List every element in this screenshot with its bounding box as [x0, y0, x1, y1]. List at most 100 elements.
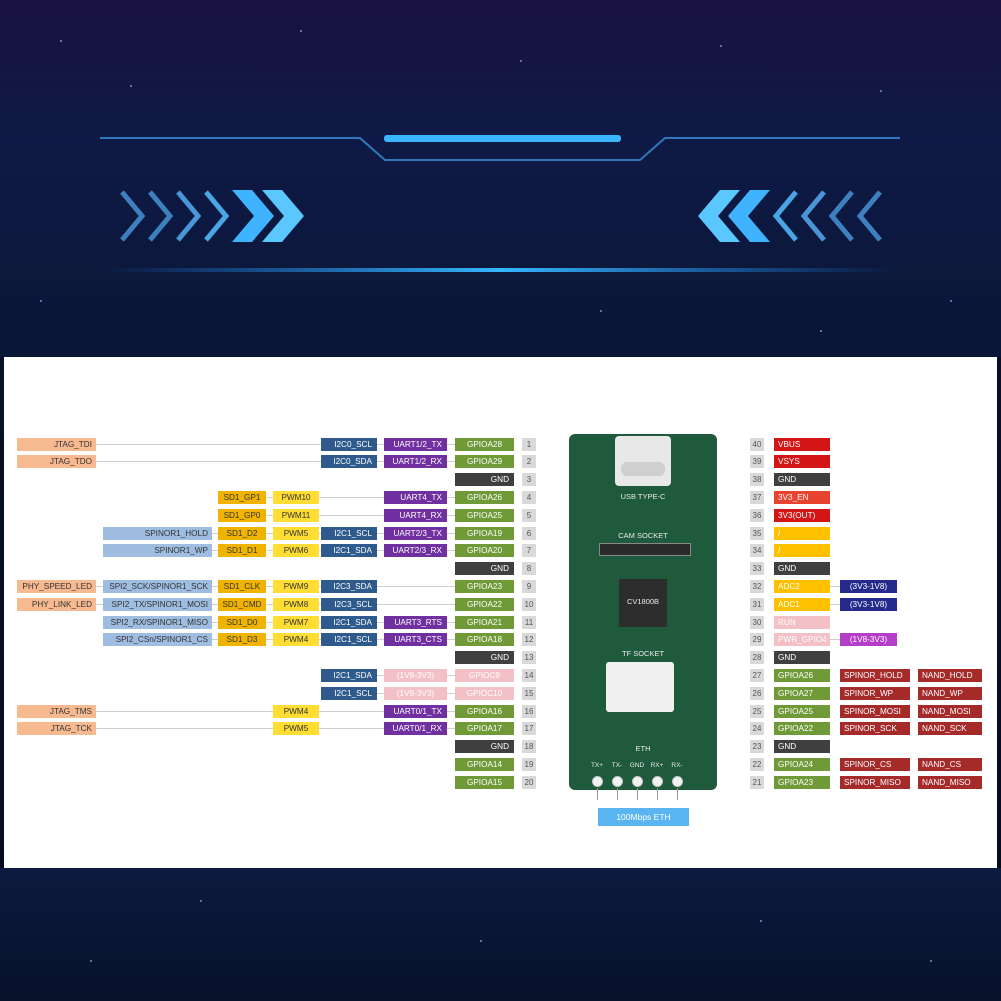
connector-line [96, 461, 455, 462]
pin-function-label: I2C1_SCL [321, 527, 377, 540]
pin-number: 23 [750, 740, 764, 753]
pin-function-label: I2C3_SCL [321, 598, 377, 611]
eth-hole [592, 776, 603, 787]
chip-icon: CV1800B [619, 579, 667, 627]
pin-number: 38 [750, 473, 764, 486]
pin-number: 27 [750, 669, 764, 682]
pin-function-label: PWM10 [273, 491, 319, 504]
gpio-label: GND [455, 740, 514, 753]
gpio-label: GPIOA22 [455, 598, 514, 611]
pin-function-label: PWM6 [273, 544, 319, 557]
star-dot [600, 310, 602, 312]
pin-number: 3 [522, 473, 536, 486]
pin-function-label: VBUS [774, 438, 830, 451]
pin-function-label: UART0/1_RX [384, 722, 447, 735]
eth-wire [637, 788, 638, 800]
pin-number: 18 [522, 740, 536, 753]
pin-number: 26 [750, 687, 764, 700]
pin-function-label: RUN [774, 616, 830, 629]
pin-function-label: SD1_D2 [218, 527, 266, 540]
pin-function-label: SPINOR_WP [840, 687, 910, 700]
pin-number: 6 [522, 527, 536, 540]
pin-function-label: GPIOA24 [774, 758, 830, 771]
pin-number: 19 [522, 758, 536, 771]
pin-function-label: SD1_GP1 [218, 491, 266, 504]
star-dot [300, 30, 302, 32]
usb-c-port-icon [615, 436, 671, 486]
eth-label: ETH [635, 744, 651, 753]
pin-function-label: NAND_CS [918, 758, 982, 771]
gpio-label: GPIOA28 [455, 438, 514, 451]
chip-label: CV1800B [626, 597, 660, 606]
pin-function-label: GPIOA27 [774, 687, 830, 700]
pin-function-label: UART3_CTS [384, 633, 447, 646]
gpio-label: GPIOA14 [455, 758, 514, 771]
gpio-label: GPIOA26 [455, 491, 514, 504]
pin-function-label: SD1_GP0 [218, 509, 266, 522]
pin-function-label: SD1_CLK [218, 580, 266, 593]
pin-function-label: SPINOR1_HOLD [103, 527, 212, 540]
connector-line [830, 586, 840, 587]
pin-number: 15 [522, 687, 536, 700]
star-dot [950, 300, 952, 302]
pin-function-label: VSYS [774, 455, 830, 468]
pin-number: 40 [750, 438, 764, 451]
pin-function-label: PWM5 [273, 722, 319, 735]
pin-number: 28 [750, 651, 764, 664]
pin-function-label: SPI2_RX/SPINOR1_MISO [103, 616, 212, 629]
usb-label: USB TYPE-C [620, 492, 666, 501]
footer-background [0, 868, 1001, 1001]
pin-function-label: (3V3-1V8) [840, 598, 897, 611]
pin-number: 12 [522, 633, 536, 646]
pin-function-label: NAND_WP [918, 687, 982, 700]
pin-function-label: (3V3-1V8) [840, 580, 897, 593]
pin-function-label: SD1_D3 [218, 633, 266, 646]
pin-function-label: PWM8 [273, 598, 319, 611]
eth-pin-label: GND [629, 762, 645, 769]
pin-function-label: 3V3_EN [774, 491, 830, 504]
gpio-label: GPIOA19 [455, 527, 514, 540]
pin-function-label: SD1_D1 [218, 544, 266, 557]
eth-hole [632, 776, 643, 787]
pin-function-label: PWM4 [273, 705, 319, 718]
eth-hole [612, 776, 623, 787]
pin-function-label: GND [774, 740, 830, 753]
star-dot [480, 940, 482, 942]
pin-function-label: UART4_TX [384, 491, 447, 504]
star-dot [820, 330, 822, 332]
pin-function-label: PWM11 [273, 509, 319, 522]
pin-function-label: PHY_LINK_LED [17, 598, 96, 611]
pin-function-label: UART1/2_RX [384, 455, 447, 468]
pin-function-label: SPINOR_MISO [840, 776, 910, 789]
gpio-label: GND [455, 651, 514, 664]
gpio-label: GPIOC10 [455, 687, 514, 700]
star-dot [40, 300, 42, 302]
gpio-label: GPIOA20 [455, 544, 514, 557]
pin-function-label: (1V8-3V3) [384, 687, 447, 700]
pin-number: 8 [522, 562, 536, 575]
star-dot [880, 90, 882, 92]
pin-function-label: I2C0_SCL [321, 438, 377, 451]
pin-function-label: GND [774, 562, 830, 575]
pin-function-label: GND [774, 473, 830, 486]
pin-function-label: (1V8-3V3) [384, 669, 447, 682]
pin-function-label: SD1_D0 [218, 616, 266, 629]
pin-number: 35 [750, 527, 764, 540]
gpio-label: GPIOA21 [455, 616, 514, 629]
eth-pin-label: TX- [611, 762, 623, 769]
pin-function-label: NAND_MISO [918, 776, 982, 789]
pin-function-label: UART1/2_TX [384, 438, 447, 451]
pin-number: 2 [522, 455, 536, 468]
pin-function-label: JTAG_TCK [17, 722, 96, 735]
pin-number: 24 [750, 722, 764, 735]
pin-function-label: JTAG_TMS [17, 705, 96, 718]
pin-function-label: GPIOA25 [774, 705, 830, 718]
pin-number: 34 [750, 544, 764, 557]
pin-function-label: PWM7 [273, 616, 319, 629]
pin-function-label: UART2/3_TX [384, 527, 447, 540]
pin-function-label: SPI2_CSn/SPINOR1_CS [103, 633, 212, 646]
pin-function-label: PWM4 [273, 633, 319, 646]
pin-function-label: GPIOA26 [774, 669, 830, 682]
pin-function-label: PHY_SPEED_LED [17, 580, 96, 593]
pin-function-label: I2C1_SCL [321, 633, 377, 646]
